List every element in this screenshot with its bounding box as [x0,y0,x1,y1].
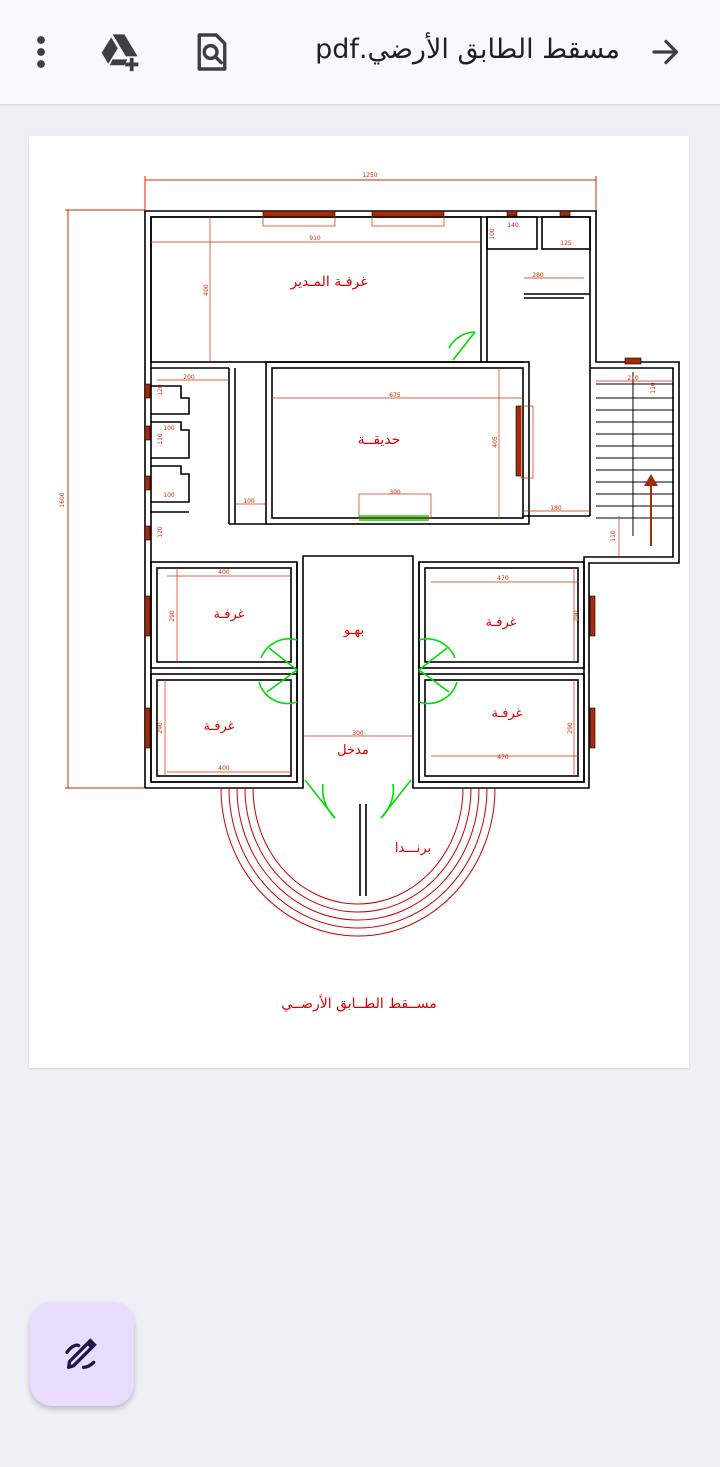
dim-room-lb-w: 400 [218,765,230,772]
dim-left-110: 110 [157,433,164,445]
label-room-left-bottom: غرفـة [204,719,235,734]
dim-room-rt-h: 290 [573,610,580,622]
dim-small-2: 100 [489,228,496,240]
label-manager-room: غرفـة المـدير [289,274,367,290]
back-button[interactable] [636,22,696,82]
add-to-drive-button[interactable] [90,22,150,82]
label-room-right-top: غرفـة [486,615,517,630]
dim-garden-width: 675 [389,392,401,399]
more-options-button[interactable] [11,22,71,82]
dim-entrance-w: 300 [352,730,364,737]
label-veranda: برنـــدا [395,841,431,856]
floor-plan-drawing: 1250 1600 [59,172,680,1012]
dim-overall-height: 1600 [59,492,66,507]
dim-room-lt-h: 290 [169,610,176,622]
add-to-drive-icon [101,34,139,72]
annotate-button[interactable] [30,1302,134,1406]
label-garden: حديقــة [358,432,401,448]
dim-left-120a: 120 [157,384,164,396]
document-title: مسقط الطابق الأرضي.pdf [315,34,620,65]
dim-room-rt-w: 470 [497,575,509,582]
top-app-bar: مسقط الطابق الأرضي.pdf [0,0,720,104]
plan-caption: مســقط الطــابق الأرضــي [281,994,437,1012]
dim-manager-width: 910 [309,235,321,242]
dim-small-4: 280 [532,272,544,279]
dim-left-100c: 100 [243,498,255,505]
label-entrance: مدخل [337,743,369,758]
dim-overall-width: 1250 [362,172,377,179]
label-room-left-top: غرفـة [214,607,245,622]
arrow-right-icon [652,39,679,65]
dim-room-lb-h: 290 [157,722,164,734]
label-room-right-bottom: غرفـة [492,706,523,721]
label-hall: بهـو [343,623,364,638]
dim-left-100a: 100 [163,425,175,432]
dim-stairs-width: 210 [627,375,639,382]
dim-left-200: 200 [183,374,195,381]
dim-stair-bottom: 110 [610,530,617,542]
dim-garden-height: 405 [492,436,499,448]
dim-garden-opening: 300 [389,489,401,496]
dim-room-lt-w: 400 [218,569,230,576]
pen-icon [65,1338,97,1369]
find-in-page-button[interactable] [182,22,242,82]
dim-manager-height: 400 [203,284,210,296]
dim-left-120b: 120 [157,526,164,538]
dim-room-rb-h: 290 [567,722,574,734]
dim-room-rb-w: 470 [497,754,509,761]
dim-stairs: 110 [650,382,657,394]
pdf-page: 1250 1600 [29,136,689,1068]
dim-corridor: 180 [550,505,562,512]
dim-small-1: 140 [507,222,519,229]
find-in-page-icon [197,33,227,71]
more-vert-icon [37,36,45,68]
dim-left-100b: 100 [163,492,175,499]
dim-small-3: 125 [560,240,572,247]
